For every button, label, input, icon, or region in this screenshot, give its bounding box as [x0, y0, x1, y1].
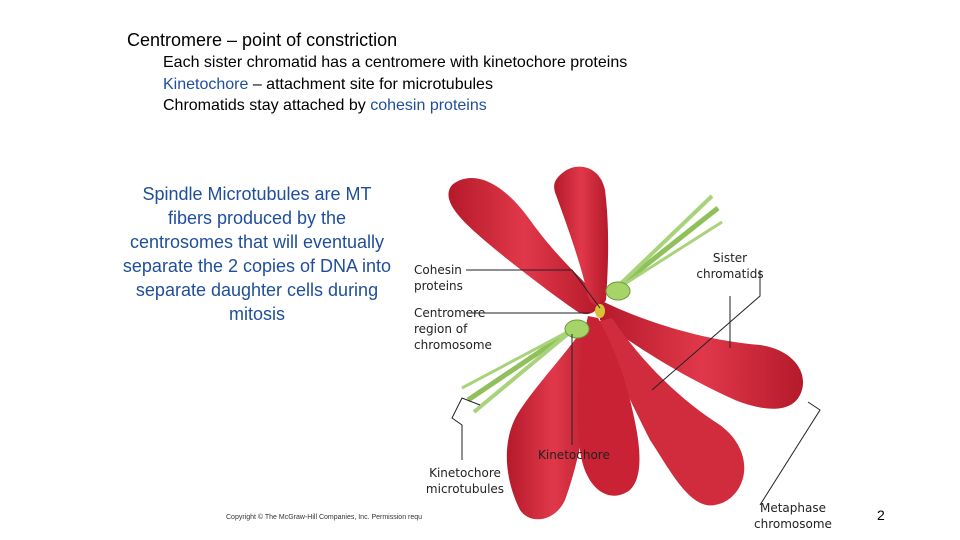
copyright-notice: Copyright © The McGraw-Hill Companies, I… [226, 514, 423, 521]
term-cohesin: cohesin proteins [370, 97, 487, 114]
page-number: 2 [877, 507, 885, 523]
bullet-sister-chromatid: Each sister chromatid has a centromere w… [163, 54, 628, 71]
bullet-kinetochore-text: – attachment site for microtubules [248, 76, 493, 93]
bullet-cohesin-text: Chromatids stay attached by [163, 97, 371, 114]
kinetochore-lower [564, 319, 590, 339]
spindle-microtubules-note: Spindle Microtubules are MT fibers produ… [122, 184, 392, 324]
bullet-cohesin: Chromatids stay attached by cohesin prot… [163, 97, 487, 115]
kinetochore-microtubules-label: Kinetochore microtubules [425, 466, 505, 496]
cohesin-proteins [595, 304, 605, 318]
sister-chromatids-label: Sister chromatids [696, 251, 764, 281]
bullet-kinetochore: Kinetochore – attachment site for microt… [163, 76, 493, 94]
kinetochore-microtubules [461, 194, 723, 414]
metaphase-chromosome-label: Metaphase chromosome [754, 501, 832, 531]
label-leader-lines [451, 269, 821, 506]
kinetochore-upper [605, 281, 631, 301]
slide-title: Centromere – point of constriction [127, 30, 398, 50]
term-kinetochore: Kinetochore [163, 76, 249, 93]
centromere-label: Centromere region of chromosome [414, 306, 492, 352]
sister-chromatids [448, 166, 804, 520]
cohesin-label: Cohesin proteins [414, 263, 463, 293]
kinetochore-label: Kinetochore [538, 448, 610, 462]
